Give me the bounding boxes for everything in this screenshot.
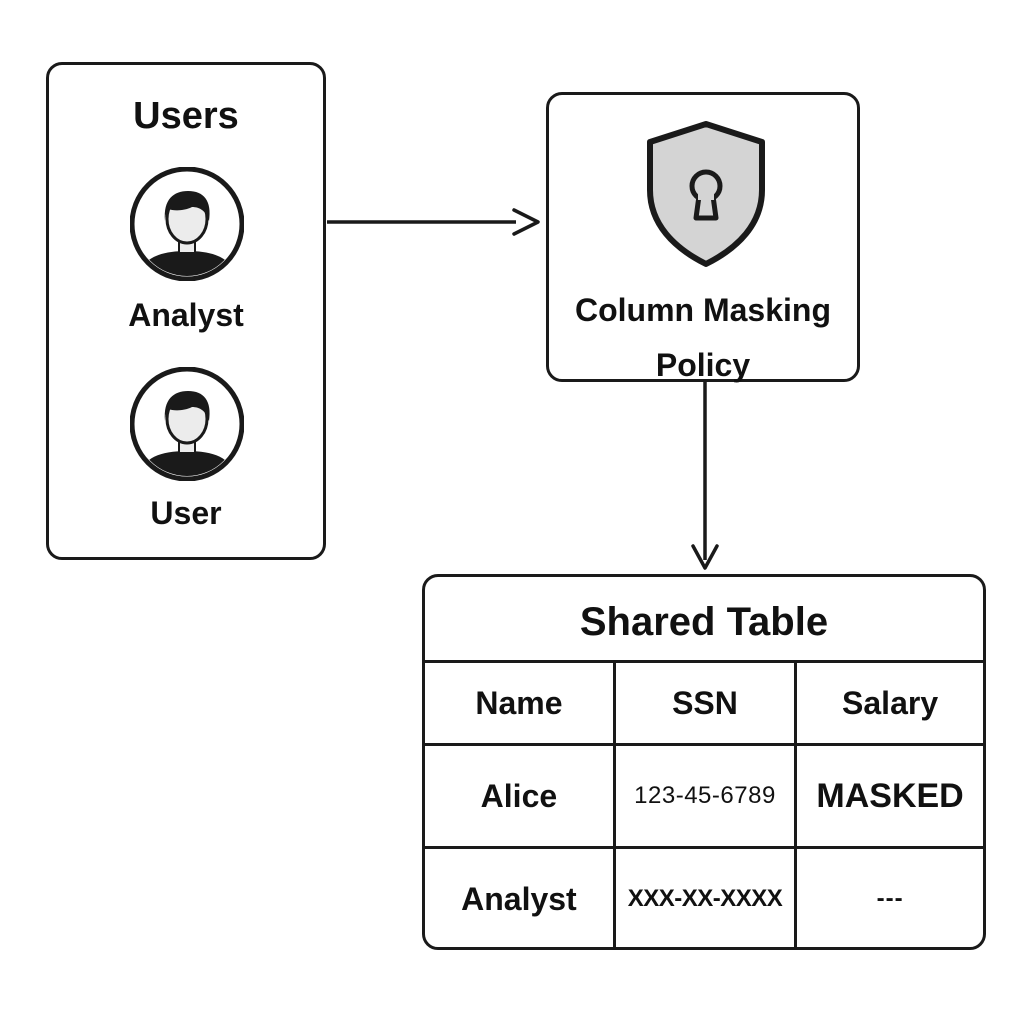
column-header-ssn: SSN bbox=[612, 663, 798, 746]
cell-ssn: 123-45-6789 bbox=[612, 743, 798, 849]
policy-to-table-arrow bbox=[691, 382, 719, 570]
column-header-salary: Salary bbox=[794, 663, 983, 746]
table-header-row: Name SSN Salary bbox=[425, 663, 983, 746]
shared-table-panel: Shared Table Name SSN Salary Alice 123-4… bbox=[422, 574, 986, 950]
shared-table: Name SSN Salary Alice 123-45-6789 MASKED… bbox=[425, 663, 983, 947]
masking-policy-panel: Column Masking Policy bbox=[546, 92, 860, 383]
column-header-name: Name bbox=[425, 663, 616, 746]
policy-label-line2: Policy bbox=[655, 347, 751, 383]
policy-label-line1: Column Masking bbox=[574, 292, 831, 328]
analyst-label: Analyst bbox=[128, 297, 244, 333]
user-avatar-icon bbox=[130, 367, 244, 481]
cell-ssn: XXX-XX-XXXX bbox=[612, 846, 798, 947]
table-row: Alice 123-45-6789 MASKED bbox=[425, 743, 983, 849]
users-to-policy-arrow bbox=[327, 208, 540, 236]
policy-label: Column Masking Policy bbox=[549, 283, 857, 393]
shield-keyhole-icon bbox=[642, 120, 770, 268]
cell-salary: MASKED bbox=[794, 743, 983, 849]
cell-salary: --- bbox=[794, 846, 983, 947]
users-title: Users bbox=[133, 95, 239, 137]
table-row: Analyst XXX-XX-XXXX --- bbox=[425, 846, 983, 947]
users-panel: Users Analyst User bbox=[46, 62, 326, 560]
cell-name: Analyst bbox=[425, 846, 616, 947]
analyst-avatar-icon bbox=[130, 167, 244, 281]
user-label: User bbox=[150, 495, 222, 531]
cell-name: Alice bbox=[425, 743, 616, 849]
shared-table-title: Shared Table bbox=[425, 577, 983, 663]
